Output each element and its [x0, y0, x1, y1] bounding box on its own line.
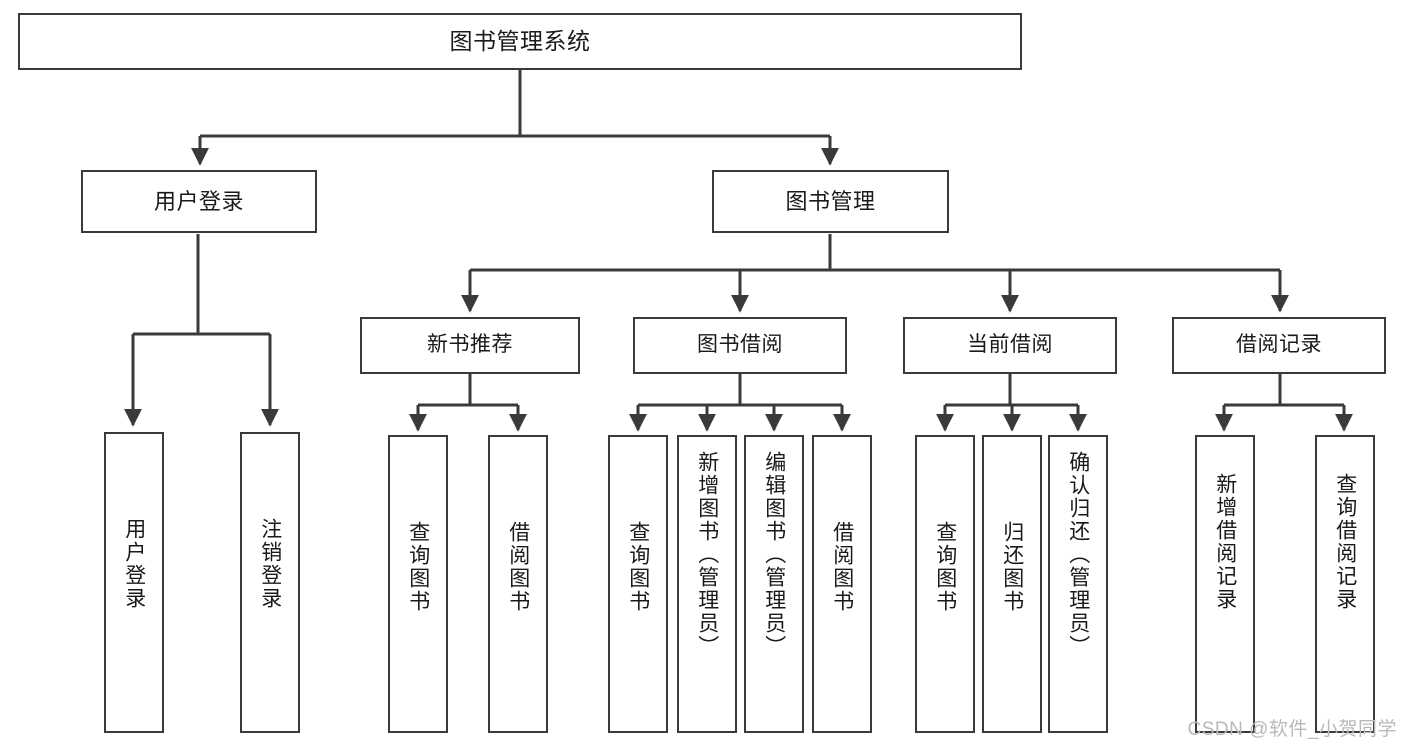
node-label: 新书推荐	[427, 333, 513, 357]
leaf-edit-book-admin[interactable]: 编辑图书（管理员）	[744, 435, 804, 733]
leaf-query-borrow-record[interactable]: 查询借阅记录	[1315, 435, 1375, 733]
node-label: 查询图书	[406, 521, 430, 613]
leaf-query-book-recommend[interactable]: 查询图书	[388, 435, 448, 733]
node-label: 查询借阅记录	[1333, 473, 1357, 611]
node-label: 借阅记录	[1236, 333, 1322, 357]
node-label: 借阅图书	[830, 521, 854, 613]
node-label: 编辑图书（管理员）	[762, 451, 786, 658]
watermark-csdn: CSDN @软件_小贺同学	[1187, 719, 1397, 740]
node-user-login[interactable]: 用户登录	[81, 170, 317, 233]
node-label: 查询图书	[626, 521, 650, 613]
node-label: 确认归还（管理员）	[1066, 451, 1090, 658]
node-label: 注销登录	[258, 518, 282, 610]
node-label: 用户登录	[122, 518, 146, 610]
node-book-borrowing[interactable]: 图书借阅	[633, 317, 847, 374]
leaf-borrow-book-recommend[interactable]: 借阅图书	[488, 435, 548, 733]
node-root-book-management-system[interactable]: 图书管理系统	[18, 13, 1022, 70]
leaf-return-book[interactable]: 归还图书	[982, 435, 1042, 733]
node-new-book-recommendation[interactable]: 新书推荐	[360, 317, 580, 374]
node-label: 用户登录	[153, 188, 244, 214]
leaf-borrow-book[interactable]: 借阅图书	[812, 435, 872, 733]
node-borrowing-record[interactable]: 借阅记录	[1172, 317, 1386, 374]
node-current-borrowing[interactable]: 当前借阅	[903, 317, 1117, 374]
leaf-query-book-current[interactable]: 查询图书	[915, 435, 975, 733]
leaf-logout[interactable]: 注销登录	[240, 432, 300, 733]
node-label: 新增图书（管理员）	[695, 451, 719, 658]
node-label: 图书管理	[785, 188, 876, 214]
node-label: 图书管理系统	[449, 28, 591, 55]
leaf-add-borrow-record[interactable]: 新增借阅记录	[1195, 435, 1255, 733]
node-label: 当前借阅	[967, 333, 1053, 357]
leaf-query-book-borrow[interactable]: 查询图书	[608, 435, 668, 733]
node-label: 查询图书	[933, 521, 957, 613]
node-book-management[interactable]: 图书管理	[712, 170, 949, 233]
leaf-add-book-admin[interactable]: 新增图书（管理员）	[677, 435, 737, 733]
node-label: 新增借阅记录	[1213, 473, 1237, 611]
node-label: 图书借阅	[697, 333, 783, 357]
leaf-user-login[interactable]: 用户登录	[104, 432, 164, 733]
node-label: 借阅图书	[506, 521, 530, 613]
leaf-confirm-return-admin[interactable]: 确认归还（管理员）	[1048, 435, 1108, 733]
node-label: 归还图书	[1000, 521, 1024, 613]
